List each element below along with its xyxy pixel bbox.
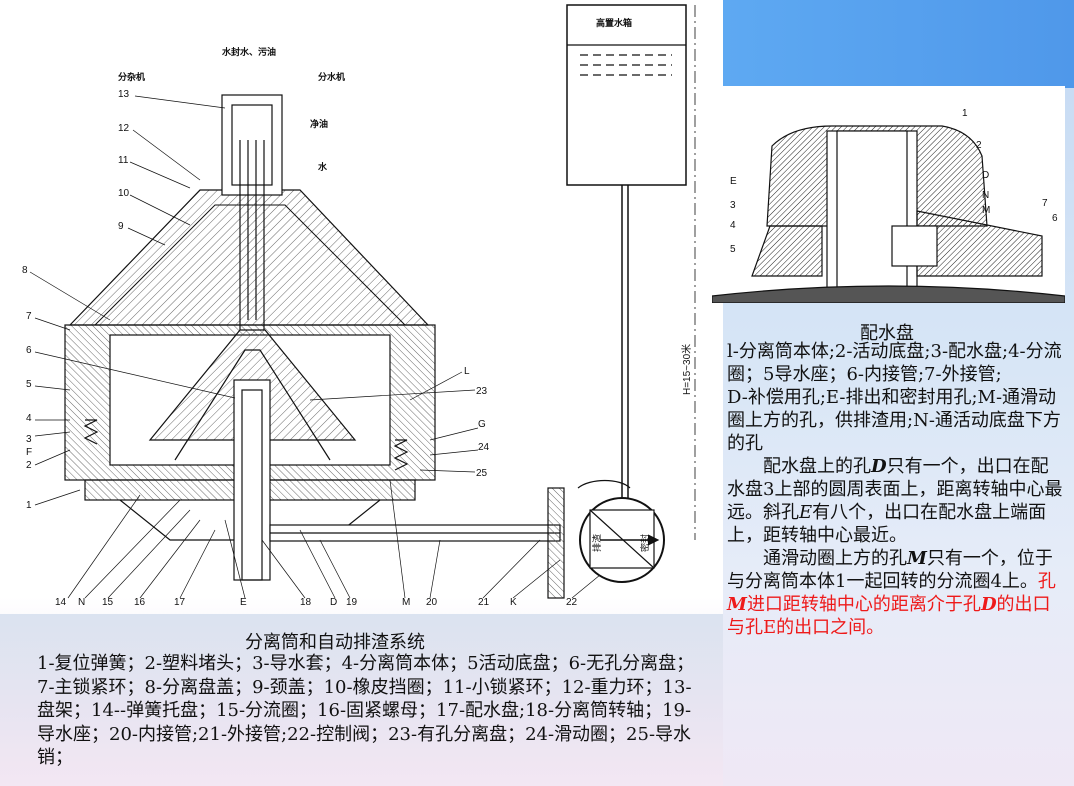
- separator-drawing: 高置水箱 H=15~30米 水封水、污油 分杂机 分水机 净油 水 13 12 …: [22, 4, 696, 608]
- part-label-21: 21: [478, 597, 490, 608]
- part-label-25: 25: [476, 468, 488, 479]
- inset-drawing: 1 2 D N M 7 6 E 3 4 5: [712, 108, 1065, 303]
- main-parts-legend: 1-复位弹簧；2-塑料堵头；3-导水套；4-分离筒本体；5活动底盘；6-无孔分离…: [37, 652, 697, 770]
- part-label-13: 13: [118, 89, 130, 100]
- part-label-7: 7: [26, 311, 32, 322]
- valve-seal-label: 密封: [639, 534, 651, 552]
- tank-label: 高置水箱: [596, 17, 632, 28]
- part-label-9: 9: [118, 221, 124, 232]
- left-pipe-label: 分杂机: [118, 71, 145, 82]
- part-label-18: 18: [300, 597, 312, 608]
- part-label-d: D: [330, 597, 337, 608]
- part-label-20: 20: [426, 597, 438, 608]
- part-label-e: E: [240, 597, 247, 608]
- para1-prefix: 配水盘上的孔: [763, 456, 871, 477]
- part-label-g: G: [478, 419, 486, 430]
- red-c: 的出口与孔E的出口之间。: [727, 594, 1051, 638]
- para1-d-symbol: D: [871, 456, 887, 477]
- clean-oil-label: 净油: [310, 118, 328, 129]
- part-label-3: 3: [26, 434, 32, 445]
- part-label-2: 2: [26, 460, 32, 471]
- para1-suffix: 有八个，出口在配水盘上端面上，距转轴中心最近。: [727, 502, 1047, 546]
- part-label-8: 8: [22, 265, 28, 276]
- part-label-10: 10: [118, 188, 130, 199]
- part-label-19: 19: [346, 597, 358, 608]
- inset-label-e: E: [730, 176, 737, 187]
- red-m-symbol: M: [727, 594, 747, 615]
- red-b: 进口距转轴中心的距离介于孔: [746, 594, 981, 615]
- inset-label-3: 3: [730, 200, 736, 211]
- part-label-m: M: [402, 597, 410, 608]
- inset-label-4: 4: [730, 220, 736, 231]
- part-label-4: 4: [26, 413, 32, 424]
- inset-label-7: 7: [1042, 198, 1048, 209]
- part-label-17: 17: [174, 597, 186, 608]
- part-label-11: 11: [118, 155, 129, 166]
- inset-label-n: N: [982, 190, 989, 201]
- part-label-16: 16: [134, 597, 146, 608]
- part-label-24: 24: [478, 442, 490, 453]
- red-d-symbol: D: [980, 594, 997, 615]
- bottom-panel-background: [0, 614, 723, 786]
- red-highlight: 孔 M进口距转轴中心的距离介于孔D的出口与孔E的出口之间。: [727, 571, 1056, 638]
- inset-label-2: 2: [976, 140, 982, 151]
- para1-e-symbol: E: [799, 502, 813, 523]
- height-label: H=15~30米: [680, 344, 693, 395]
- para2-mid: 只有一个，位于与分离筒本体1一起回转的分流圈4上。: [727, 548, 1053, 592]
- valve-discharge-label: 排渣: [591, 534, 603, 552]
- water-label: 水: [318, 161, 328, 172]
- part-label-14: 14: [55, 597, 67, 608]
- paragraph-hole-d: 配水盘上的孔D只有一个，出口在配水盘3上部的圆周表面上，距离转轴中心最远。斜孔E…: [727, 455, 1063, 547]
- inset-caption: 配水盘: [860, 323, 914, 344]
- inset-parts-legend: l-分离筒本体;2-活动底盘;3-配水盘;4-分流圈；5导水座；6-内接管;7-…: [727, 341, 1062, 385]
- paragraph-hole-m: 通滑动圈上方的孔M只有一个，位于与分离筒本体1一起回转的分流圈4上。孔M进口距转…: [727, 547, 1063, 639]
- inset-label-1: 1: [962, 108, 968, 119]
- para2-m-symbol: M: [907, 548, 927, 569]
- red-a: 孔: [1037, 571, 1056, 592]
- part-label-l: L: [464, 366, 470, 377]
- inset-label-5: 5: [730, 244, 736, 255]
- part-label-23: 23: [476, 386, 488, 397]
- separator-diagram: 高置水箱 H=15~30米 水封水、污油 分杂机 分水机 净油 水 13 12 …: [22, 4, 696, 608]
- inset-diagram: 1 2 D N M 7 6 E 3 4 5: [712, 86, 1065, 303]
- part-label-6: 6: [26, 345, 32, 356]
- main-legend-text: 1-复位弹簧；2-塑料堵头；3-导水套；4-分离筒本体；5活动底盘；6-无孔分离…: [37, 653, 695, 768]
- part-label-22: 22: [566, 597, 578, 608]
- right-legend: l-分离筒本体;2-活动底盘;3-配水盘;4-分流圈；5导水座；6-内接管;7-…: [727, 340, 1063, 639]
- part-label-n: N: [78, 597, 85, 608]
- part-label-12: 12: [118, 123, 130, 134]
- inset-label-m: M: [982, 205, 990, 216]
- inset-label-d: D: [982, 170, 989, 181]
- para1-mid: 只有一个，出口在配水盘3上部的圆周表面上，距离转轴中心最远。斜孔: [727, 456, 1063, 523]
- part-label-1: 1: [26, 500, 32, 511]
- inset-label-6: 6: [1052, 213, 1058, 224]
- part-label-5: 5: [26, 379, 32, 390]
- main-caption: 分离筒和自动排渣系统: [245, 632, 425, 653]
- part-label-15: 15: [102, 597, 114, 608]
- right-pipe-label: 分水机: [318, 71, 345, 82]
- blue-corner-band: [723, 0, 1074, 88]
- para2-prefix: 通滑动圈上方的孔: [763, 548, 907, 569]
- hole-legend: D-补偿用孔;E-排出和密封用孔;M-通滑动圈上方的孔，供排渣用;N-通活动底盘…: [727, 387, 1061, 454]
- part-label-f: F: [26, 447, 32, 458]
- part-label-k: K: [510, 597, 517, 608]
- top-inlet-label: 水封水、污油: [222, 46, 276, 57]
